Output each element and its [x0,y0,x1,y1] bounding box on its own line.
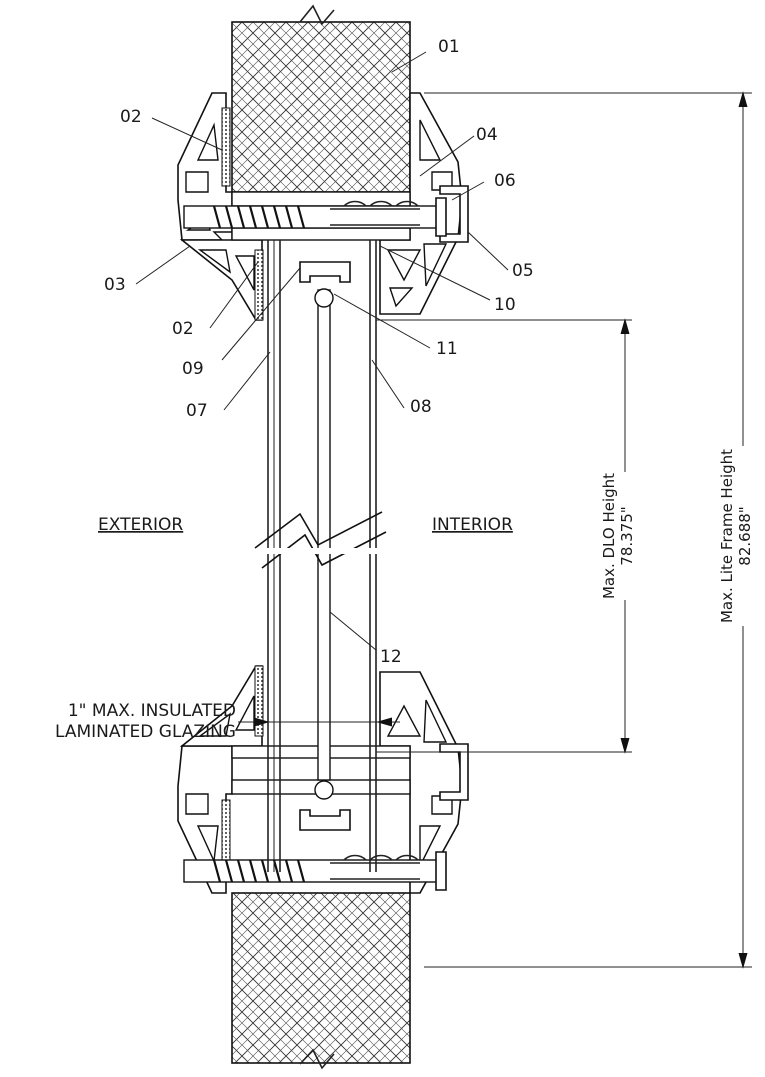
callout-01: 01 [438,37,460,57]
callout-10: 10 [494,295,516,315]
callout-09: 09 [182,359,204,379]
glazing-note-line1: 1" MAX. INSULATED [68,701,236,721]
top-fastener-screw [183,197,447,237]
frame-dimension-text: Max. Lite Frame Height 82.688" [716,446,754,626]
callout-11: 11 [436,339,458,359]
dlo-dimension-text: Max. DLO Height 78.375" [598,472,636,600]
glazing-note: 1" MAX. INSULATED LAMINATED GLAZING [55,701,236,742]
top-frame-web [231,191,411,241]
bottom-fastener-screw [183,851,447,891]
side-labels: EXTERIOR INTERIOR [98,515,513,535]
leader-lines [135,51,509,651]
dlo-height-label: Max. DLO Height [600,473,618,599]
callout-12: 12 [380,647,402,667]
frame-height-value: 82.688" [736,506,754,565]
dlo-height-value: 78.375" [618,506,636,565]
callout-02-upper: 02 [120,107,142,127]
top-core-panel [231,4,411,193]
callout-08: 08 [410,397,432,417]
callout-06: 06 [494,171,516,191]
callout-05: 05 [512,261,534,281]
top-exterior-glazing-leg [179,239,264,321]
top-interior-frame-profile [379,92,469,315]
callout-03: 03 [104,275,126,295]
frame-height-label: Max. Lite Frame Height [718,449,736,623]
callout-labels: 01 02 04 06 03 05 02 10 09 11 07 08 12 [104,37,534,667]
callout-07: 07 [186,401,208,421]
exterior-label: EXTERIOR [98,515,183,535]
glazing-note-line2: LAMINATED GLAZING [55,722,236,742]
glazing-unit [254,240,387,872]
callout-04: 04 [476,125,498,145]
bottom-core-panel [231,892,411,1070]
interior-label: INTERIOR [432,515,513,535]
callout-02-lower: 02 [172,319,194,339]
